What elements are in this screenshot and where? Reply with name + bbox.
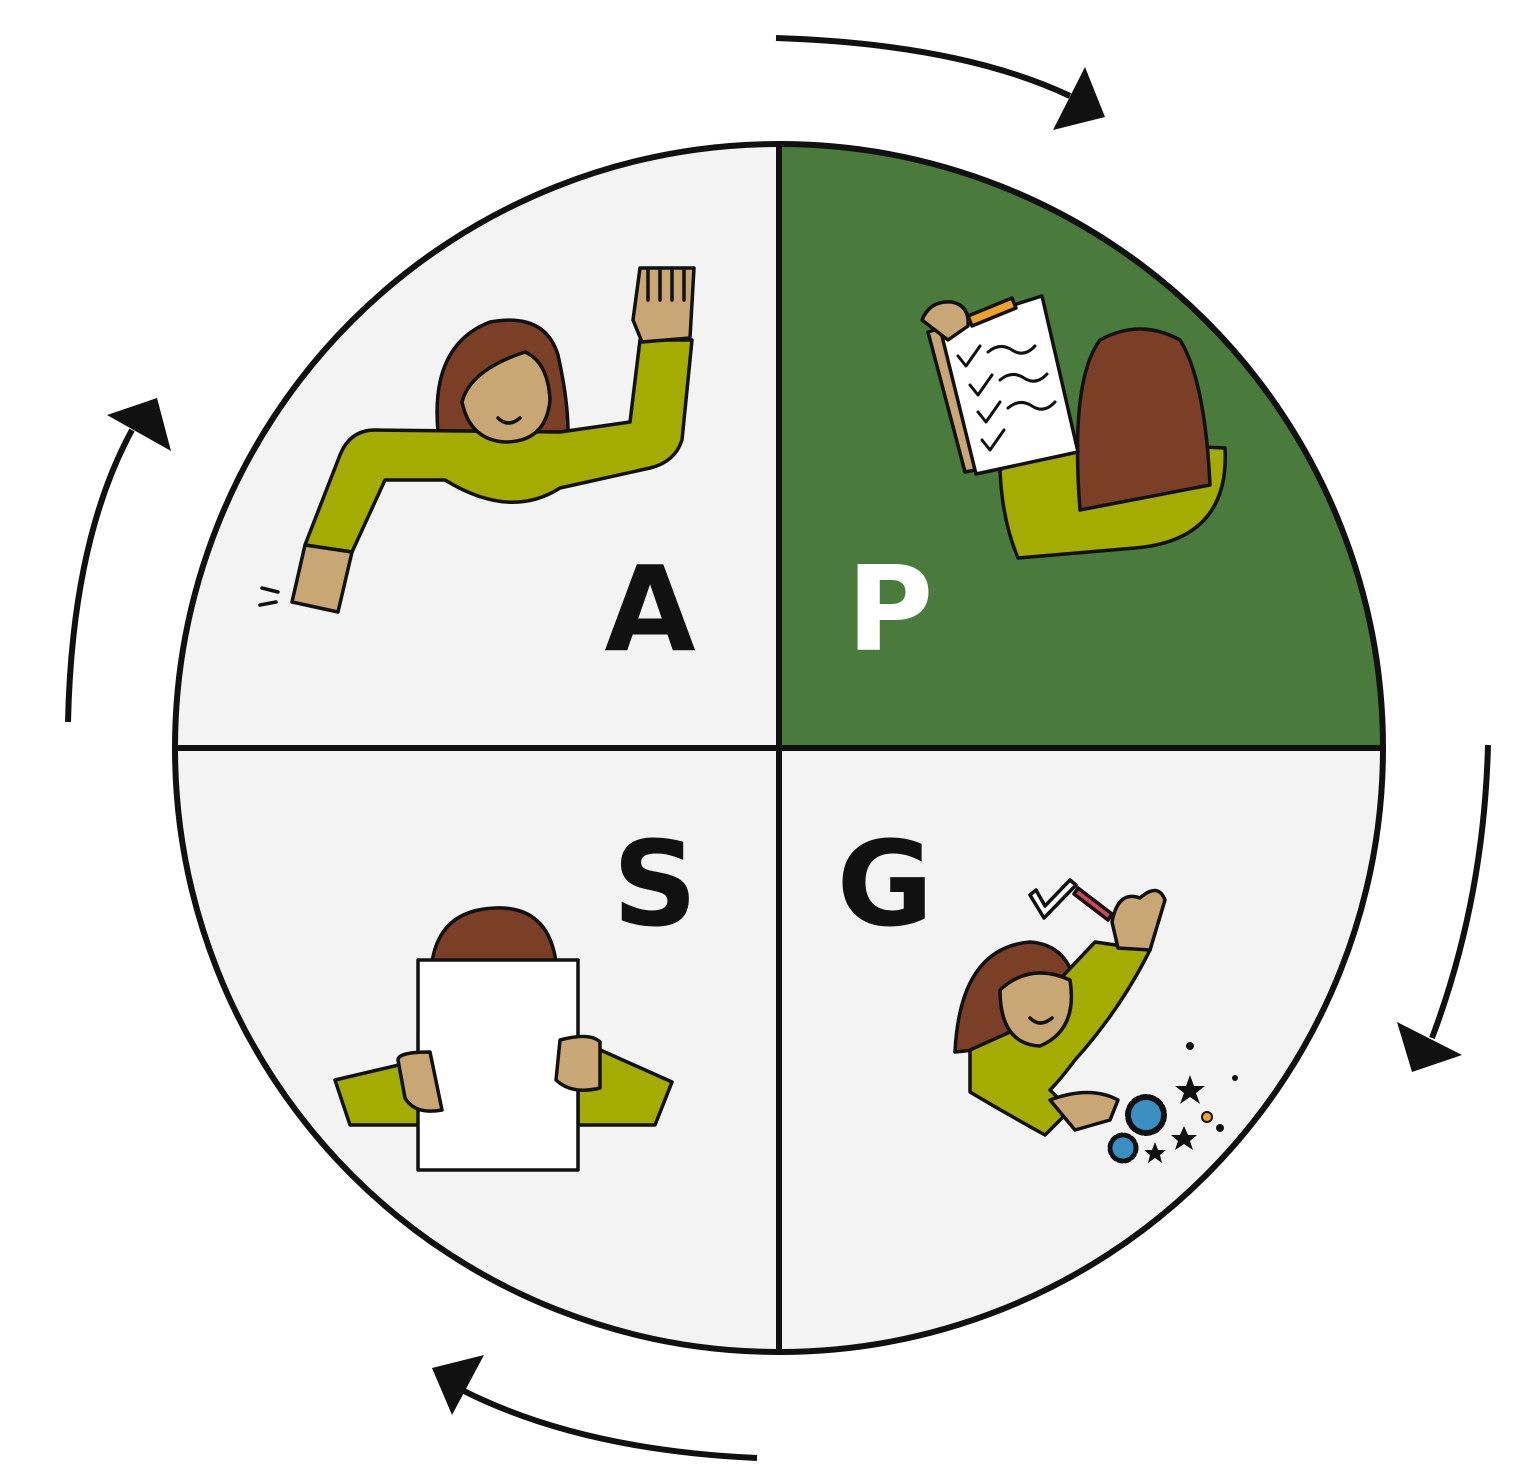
blank-sheet-icon — [416, 958, 580, 1172]
cycle-arrows — [65, 35, 1491, 1461]
shirt — [968, 940, 1152, 1137]
fist-fingers — [646, 266, 686, 302]
letter-g: G — [837, 815, 934, 953]
figure-with-checklist — [920, 294, 1227, 560]
letter-p: P — [847, 540, 933, 678]
arrowhead-left — [107, 398, 171, 451]
figure-raising-fist — [258, 266, 696, 614]
smile — [496, 416, 522, 425]
hair — [430, 906, 558, 964]
clockwise-arrow-icon — [65, 428, 135, 723]
figure-holding-blank-sheet — [333, 906, 674, 1172]
arrowhead-right — [1397, 1022, 1462, 1072]
smile — [1028, 1016, 1054, 1025]
hand — [920, 300, 970, 342]
arrowheads — [107, 67, 1462, 1415]
clockwise-arrow-icon — [775, 35, 1072, 99]
right-hand — [554, 1034, 602, 1092]
checklist-marks — [956, 344, 1057, 452]
checkmark — [1028, 878, 1078, 920]
pencil — [1072, 886, 1114, 922]
arrowhead-bottom — [432, 1355, 484, 1415]
pencil — [966, 296, 1018, 328]
left-hand — [396, 1050, 444, 1113]
gear-icon — [1107, 1132, 1139, 1164]
face — [998, 971, 1074, 1048]
letter-a: A — [604, 540, 695, 678]
clockwise-arrow-icon — [460, 1387, 758, 1461]
face — [460, 350, 552, 444]
motion-lines — [258, 586, 280, 607]
ok-hand — [1110, 888, 1167, 952]
clockwise-arrow-icon — [1429, 744, 1491, 1040]
lower-hand — [290, 543, 354, 614]
reaching-hand — [1048, 1090, 1120, 1132]
arrowhead-top — [1053, 67, 1105, 130]
sparkle-ring — [1201, 1111, 1213, 1123]
hair — [1075, 327, 1212, 512]
figure-with-gears — [953, 878, 1238, 1164]
letter-s: S — [613, 815, 698, 953]
gear-icon — [1125, 1094, 1167, 1136]
sparkles — [1144, 1042, 1238, 1163]
shirt — [303, 338, 694, 554]
